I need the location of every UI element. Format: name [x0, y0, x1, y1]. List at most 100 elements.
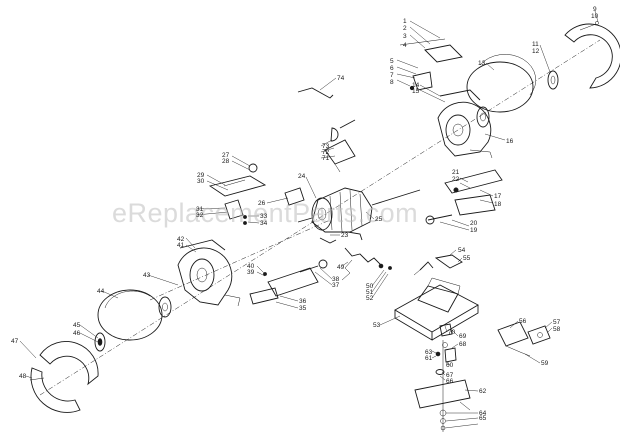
part-label: 15	[412, 88, 420, 95]
part-label: 45	[73, 322, 81, 329]
part-label: 48	[19, 373, 27, 380]
part-label: 33	[260, 213, 268, 220]
power-cord	[341, 247, 392, 281]
part-label: 62	[479, 388, 487, 395]
part-label: 34	[260, 220, 268, 227]
part-label: 68	[459, 341, 467, 348]
part-label: 12	[532, 48, 540, 55]
light-bracket	[497, 321, 551, 357]
part-label: 18	[494, 201, 502, 208]
leader-lines	[19, 10, 599, 429]
right-grinding-wheel	[466, 54, 537, 113]
left-tool-rest	[249, 259, 328, 305]
part-label: 30	[197, 178, 205, 185]
part-label: 3	[403, 33, 407, 40]
part-label: 11	[532, 41, 539, 48]
part-label: 32	[196, 212, 204, 219]
part-label: 59	[541, 360, 549, 367]
left-wheel-flange-nut	[94, 332, 106, 352]
grinder-base	[394, 277, 479, 341]
part-label: 42	[177, 236, 185, 243]
part-label: 29	[197, 172, 205, 179]
part-label: 31	[196, 206, 204, 213]
part-label: 7	[390, 72, 394, 79]
right-inner-guard	[437, 89, 493, 159]
part-label: 25	[375, 216, 383, 223]
part-label: 41	[177, 242, 185, 249]
part-label: 37	[332, 282, 340, 289]
left-inner-guard	[177, 239, 241, 307]
part-number-labels: 1 2 3 4 5 6 7 8 9 10 11 12 13 14 15 16 1…	[11, 6, 599, 422]
part-label: 51	[366, 289, 374, 296]
part-label: 16	[506, 138, 514, 145]
part-label: 8	[390, 79, 394, 86]
part-label: 5	[390, 58, 394, 65]
right-eyeshield	[399, 38, 463, 91]
switch-bracket	[324, 119, 356, 173]
part-label: 57	[553, 319, 561, 326]
data-label-plate	[284, 187, 305, 206]
part-label: 53	[373, 322, 381, 329]
part-label: 23	[341, 232, 349, 239]
part-label: 10	[591, 13, 599, 20]
part-label: 27	[222, 152, 230, 159]
part-label: 36	[299, 298, 307, 305]
part-label: 69	[459, 333, 467, 340]
part-label: 56	[519, 318, 527, 325]
part-label: 50	[366, 283, 374, 290]
part-label: 24	[298, 173, 306, 180]
part-label: 71	[322, 155, 330, 162]
right-tool-rest	[425, 169, 503, 225]
part-label: 44	[97, 288, 105, 295]
part-label: 73	[322, 143, 330, 150]
part-label: 65	[479, 415, 487, 422]
part-label: 61	[425, 355, 433, 362]
left-wheel-washer	[158, 296, 172, 318]
part-label: 67	[446, 372, 454, 379]
right-outer-guard-cover	[564, 21, 620, 89]
part-label: 40	[247, 263, 255, 270]
part-label: 35	[299, 305, 307, 312]
left-eyeshield	[208, 163, 267, 225]
part-label: 19	[470, 227, 478, 234]
part-label: 22	[452, 176, 460, 183]
part-label: 46	[73, 330, 81, 337]
part-label: 38	[332, 276, 340, 283]
part-label: 64	[479, 410, 487, 417]
part-label: 28	[222, 158, 230, 165]
right-wheel-flange	[547, 70, 559, 90]
part-label: 72	[322, 149, 330, 156]
part-label: 26	[258, 200, 266, 207]
mounting-hardware	[414, 323, 471, 432]
part-label: 14	[412, 82, 420, 89]
part-label: 58	[553, 326, 561, 333]
part-label: 66	[446, 378, 454, 385]
watermark: eReplacementParts.com	[112, 198, 418, 228]
part-label: 2	[403, 25, 407, 32]
part-label: 74	[337, 75, 345, 82]
part-label: 13	[478, 60, 486, 67]
right-wheel-washer	[476, 106, 490, 128]
part-label: 1	[403, 18, 407, 25]
part-label: 20	[470, 220, 478, 227]
part-label: 9	[593, 6, 597, 13]
part-label: 55	[463, 255, 471, 262]
work-light	[413, 254, 463, 276]
assembly-axis	[39, 39, 601, 396]
left-grinding-wheel	[97, 289, 163, 341]
part-label: 39	[247, 269, 255, 276]
part-label: 60	[446, 362, 454, 369]
part-label: 21	[452, 169, 460, 176]
part-label: 49	[337, 264, 345, 271]
part-label: 70	[448, 329, 456, 336]
part-label: 63	[425, 349, 433, 356]
part-label: 17	[494, 193, 502, 200]
part-label: 47	[11, 338, 19, 345]
left-outer-guard-cover	[29, 341, 99, 413]
part-label: 43	[143, 272, 151, 279]
switch-lever	[297, 87, 334, 99]
part-label: 4	[403, 42, 407, 49]
part-label: 54	[458, 247, 466, 254]
part-label: 52	[366, 295, 374, 302]
